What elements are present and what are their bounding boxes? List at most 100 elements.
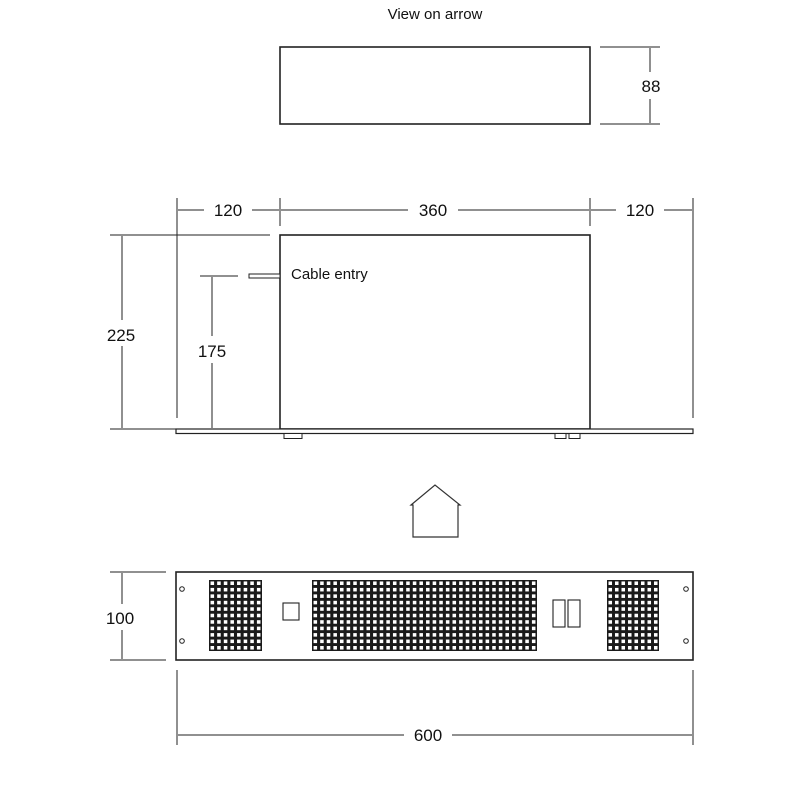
grille-hole: [465, 620, 470, 624]
grille-hole: [512, 646, 516, 650]
grille-hole: [399, 600, 404, 605]
grille-hole: [445, 600, 450, 605]
grille-hole: [518, 633, 523, 637]
grille-hole: [531, 587, 536, 592]
grille-hole: [465, 626, 470, 631]
grille-hole: [621, 646, 626, 650]
grille-hole: [452, 607, 457, 611]
grille-hole: [353, 581, 357, 585]
grille-hole: [498, 594, 503, 598]
grille-hole: [614, 633, 619, 637]
grille-hole: [353, 646, 357, 650]
grille-hole: [373, 581, 377, 585]
grille-hole: [621, 587, 626, 592]
grille-hole: [386, 600, 390, 605]
grille-hole: [230, 607, 234, 611]
grille-hole: [512, 613, 516, 618]
grille-hole: [439, 607, 443, 611]
switch-left: [552, 599, 566, 628]
grille-hole: [250, 620, 254, 624]
grille-hole: [525, 607, 529, 611]
grille-hole: [333, 633, 337, 637]
grille-frame: [607, 580, 659, 651]
grille-hole: [217, 633, 221, 637]
grille-hole: [346, 600, 351, 605]
grille-hole: [647, 594, 652, 598]
grille-hole: [608, 626, 613, 631]
grille-hole: [647, 613, 652, 618]
grille-hole: [640, 581, 645, 585]
grille-hole: [333, 620, 337, 624]
grille-hole: [346, 646, 351, 650]
grille-hole: [353, 587, 357, 592]
grille-hole: [359, 607, 364, 611]
grille-hole: [478, 639, 483, 644]
grille-hole: [634, 581, 639, 585]
grille-hole: [406, 633, 410, 637]
grille-hole: [359, 639, 364, 644]
grille-hole: [426, 587, 430, 592]
grille-hole: [608, 639, 613, 644]
grille-hole: [498, 613, 503, 618]
grille-hole: [379, 620, 384, 624]
grille-hole: [250, 594, 254, 598]
grille-hole: [512, 633, 516, 637]
grille-hole: [399, 633, 404, 637]
grille-hole: [459, 633, 463, 637]
grille-hole: [452, 639, 457, 644]
grille-hole: [426, 594, 430, 598]
grille-hole: [256, 600, 261, 605]
grille-hole: [647, 639, 652, 644]
grille-hole: [237, 633, 241, 637]
grille-hole: [465, 600, 470, 605]
grille-hole: [210, 607, 215, 611]
grille-hole: [386, 626, 390, 631]
grille-hole: [320, 607, 324, 611]
grille-hole: [320, 600, 324, 605]
grille-hole: [640, 633, 645, 637]
grille-hole: [525, 646, 529, 650]
grille-hole: [230, 581, 234, 585]
grille-hole: [320, 581, 324, 585]
grille-hole: [485, 607, 490, 611]
grille-hole: [426, 620, 430, 624]
grille-hole: [505, 587, 509, 592]
grille-hole: [614, 613, 619, 618]
grille-hole: [313, 587, 318, 592]
grille-hole: [621, 594, 626, 598]
grille-hole: [518, 613, 523, 618]
grille-hole: [340, 620, 344, 624]
grille-hole: [399, 646, 404, 650]
grille-hole: [452, 626, 457, 631]
grille-hole: [518, 646, 523, 650]
grille-hole: [525, 594, 529, 598]
grille-hole: [346, 633, 351, 637]
grille-hole: [217, 587, 221, 592]
grille-hole: [320, 639, 324, 644]
grille-hole: [465, 581, 470, 585]
grille-hole: [419, 633, 423, 637]
grille-hole: [478, 587, 483, 592]
grille-hole: [525, 587, 529, 592]
grille-hole: [217, 600, 221, 605]
grille-hole: [459, 594, 463, 598]
grille-hole: [379, 607, 384, 611]
grille-hole: [406, 581, 410, 585]
grille-hole: [210, 613, 215, 618]
grille-hole: [492, 639, 496, 644]
grille-hole: [359, 594, 364, 598]
grille-hole: [392, 600, 397, 605]
grille-hole: [346, 587, 351, 592]
grille-hole: [217, 620, 221, 624]
grille-hole: [432, 626, 437, 631]
grille-hole: [634, 594, 639, 598]
grille-hole: [634, 587, 639, 592]
top-view-outline: [279, 46, 591, 125]
grille-hole: [459, 646, 463, 650]
grille-hole: [373, 613, 377, 618]
grille-hole: [406, 620, 410, 624]
grille-hole: [485, 620, 490, 624]
grille-hole: [250, 646, 254, 650]
grille-hole: [426, 581, 430, 585]
grille-hole: [432, 607, 437, 611]
